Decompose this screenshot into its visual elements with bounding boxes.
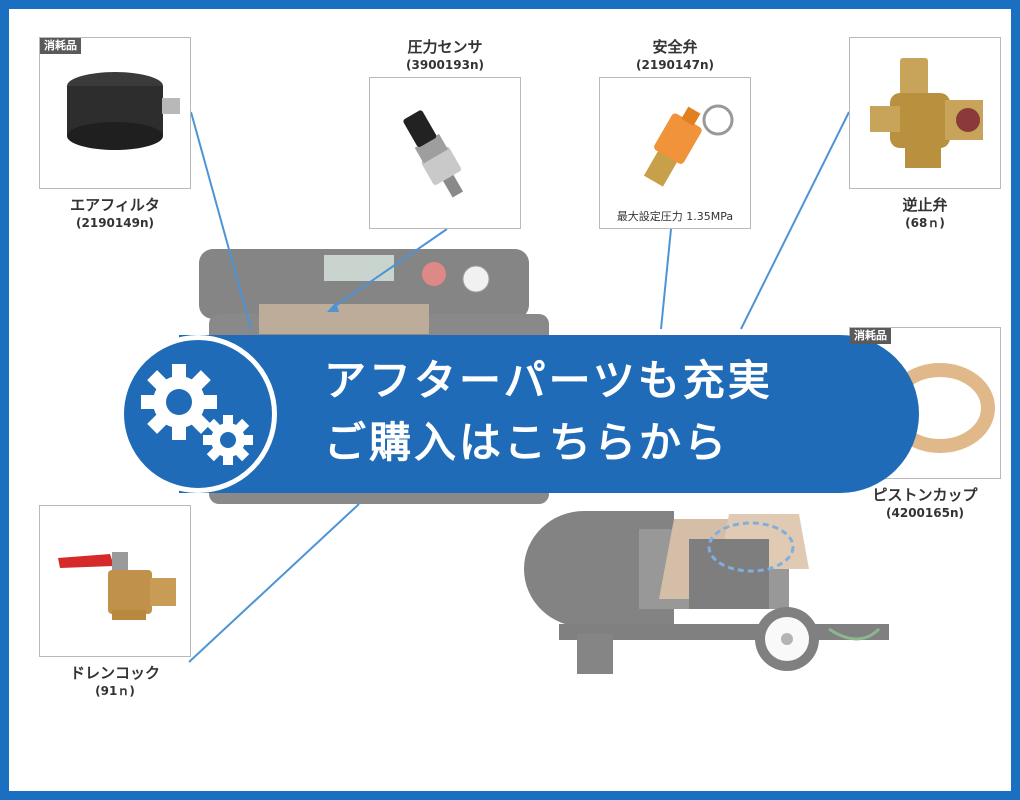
consumable-badge: 消耗品 bbox=[850, 328, 891, 344]
safety-valve-note: 最大設定圧力 1.35MPa bbox=[616, 210, 734, 223]
consumable-badge: 消耗品 bbox=[40, 38, 81, 54]
safety-valve-name: 安全弁 bbox=[652, 38, 698, 56]
air-filter-name: エアフィルタ bbox=[70, 196, 160, 214]
pressure-sensor-image bbox=[403, 110, 464, 198]
drain-cock-image bbox=[58, 552, 176, 620]
safety-valve-card[interactable]: 最大設定圧力 1.35MPa bbox=[599, 77, 751, 229]
check-valve-code: (68ｎ) bbox=[905, 216, 945, 230]
safety-valve-code: (2190147n) bbox=[636, 58, 714, 72]
check-valve-name: 逆止弁 bbox=[902, 196, 948, 214]
banner-line-2: ご購入はこちらから bbox=[324, 418, 730, 467]
banner-background bbox=[179, 335, 919, 493]
drain-cock-card[interactable] bbox=[39, 505, 191, 657]
check-valve-card[interactable] bbox=[849, 37, 1001, 189]
air-filter-card[interactable]: 消耗品 bbox=[39, 37, 191, 189]
pressure-sensor-name: 圧力センサ bbox=[407, 38, 483, 56]
leader-lines bbox=[188, 111, 850, 663]
safety-valve-image bbox=[643, 104, 734, 187]
purchase-banner[interactable]: アフターパーツも充実 ご購入はこちらから bbox=[119, 329, 919, 499]
pressure-sensor-code: (3900193n) bbox=[406, 58, 484, 72]
piston-cup-name: ピストンカップ bbox=[872, 486, 978, 504]
gears-icon bbox=[119, 335, 277, 493]
air-filter-image bbox=[67, 72, 180, 150]
pressure-sensor-card[interactable] bbox=[369, 77, 521, 229]
check-valve-image bbox=[870, 58, 983, 168]
air-filter-code: (2190149n) bbox=[76, 216, 154, 230]
piston-cup-code: (4200165n) bbox=[886, 506, 964, 520]
drain-cock-code: (91ｎ) bbox=[95, 684, 135, 698]
banner-line-1: アフターパーツも充実 bbox=[324, 356, 773, 405]
drain-cock-name: ドレンコック bbox=[69, 664, 160, 682]
